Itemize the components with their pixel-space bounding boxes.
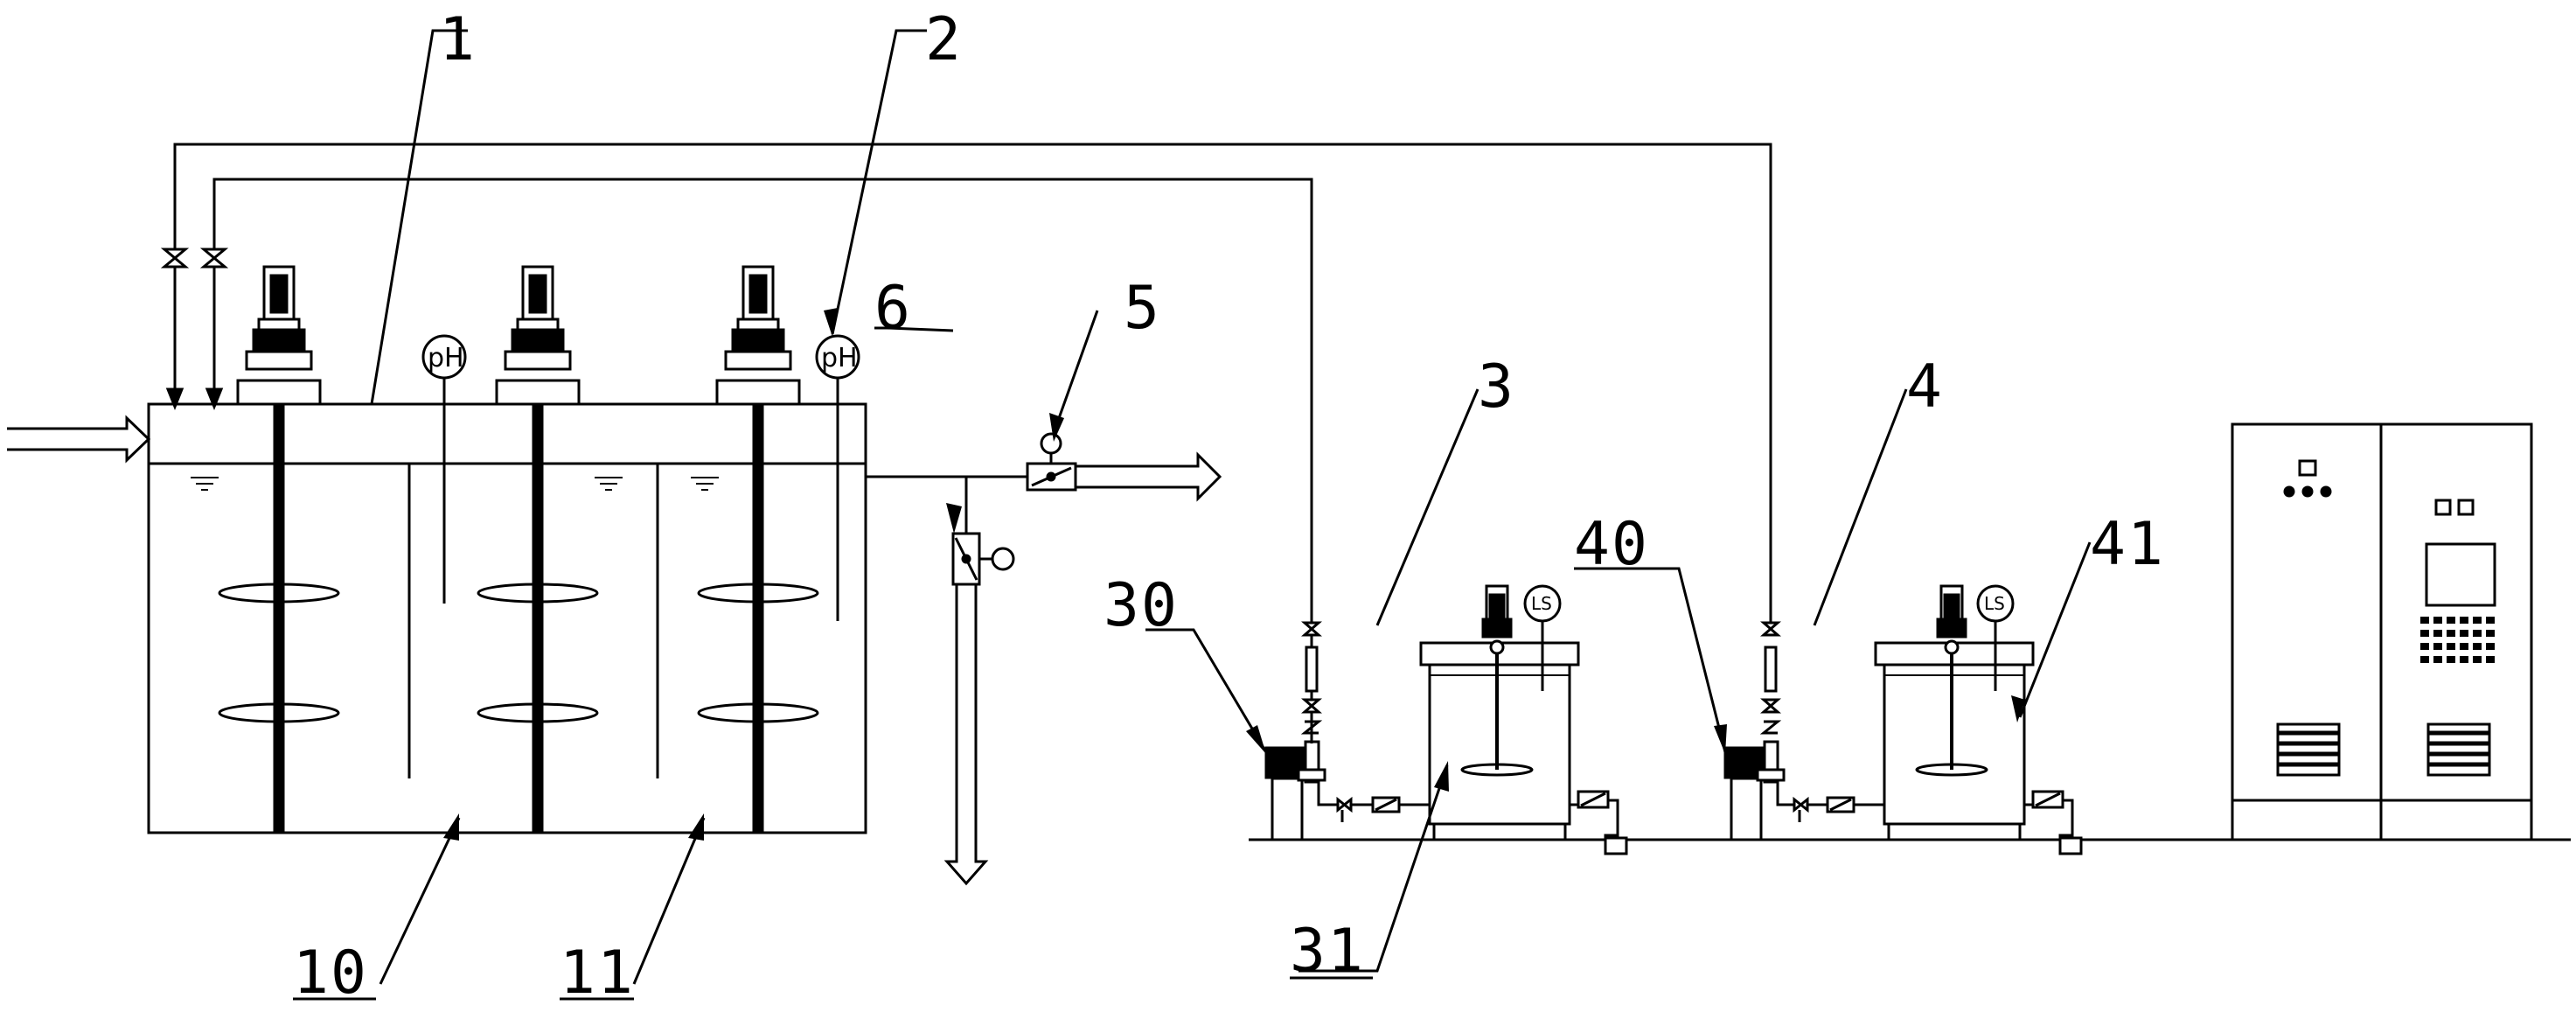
label-6: 6 (874, 274, 912, 343)
dosing-pipe-inner (212, 178, 1313, 625)
ph-probe-b-label: pH (821, 343, 858, 373)
label-11: 11 (560, 939, 635, 1008)
effluent-arrow (1076, 451, 1222, 502)
dosing-inlet-arrows (165, 387, 224, 411)
control-cabinet-right (2379, 422, 2533, 841)
leader-lines (370, 29, 2092, 985)
leader-arrowheads (443, 308, 2025, 841)
dosing-line-3 (1300, 621, 1434, 822)
dosing-outlet-4 (2024, 790, 2083, 855)
agitator-3 (697, 265, 819, 834)
label-1: 1 (439, 5, 477, 74)
level-switch-a-label: LS (1531, 593, 1552, 614)
label-31: 31 (1290, 917, 1365, 986)
dosing-tank-31 (1419, 584, 1580, 841)
dosing-line-4 (1759, 621, 1889, 822)
ph-probe-a (421, 334, 467, 427)
outlet-valve-5 (1026, 432, 1077, 492)
dosing-outlet-3 (1570, 790, 1628, 855)
dosing-pump-40 (1723, 740, 1786, 841)
sludge-arrow (943, 584, 989, 886)
agitator-2 (477, 265, 599, 834)
label-10: 10 (293, 939, 368, 1008)
dosing-valves-left (160, 248, 229, 269)
label-3: 3 (1478, 352, 1515, 422)
control-cabinet-left (2231, 422, 2383, 841)
label-underlines (293, 976, 1373, 1001)
label-5: 5 (1124, 274, 1161, 343)
agitator-1 (218, 265, 340, 834)
label-30: 30 (1104, 571, 1179, 640)
dosing-tank-41 (1874, 584, 2035, 841)
level-switch-b-label: LS (1984, 593, 2005, 614)
water-level-markers (191, 477, 719, 491)
inlet-arrow (7, 415, 151, 464)
dosing-pump-30 (1264, 740, 1326, 841)
dosing-pipe-outer (173, 143, 1772, 625)
ph-probe-a-label: pH (428, 343, 464, 373)
label-41: 41 (2090, 510, 2165, 579)
label-4: 4 (1906, 352, 1944, 422)
ph-probe-b (815, 334, 860, 427)
outlet-pipe (866, 475, 1027, 534)
sludge-valve-6 (951, 532, 1015, 586)
label-2: 2 (925, 5, 963, 74)
label-40: 40 (1574, 510, 1649, 579)
